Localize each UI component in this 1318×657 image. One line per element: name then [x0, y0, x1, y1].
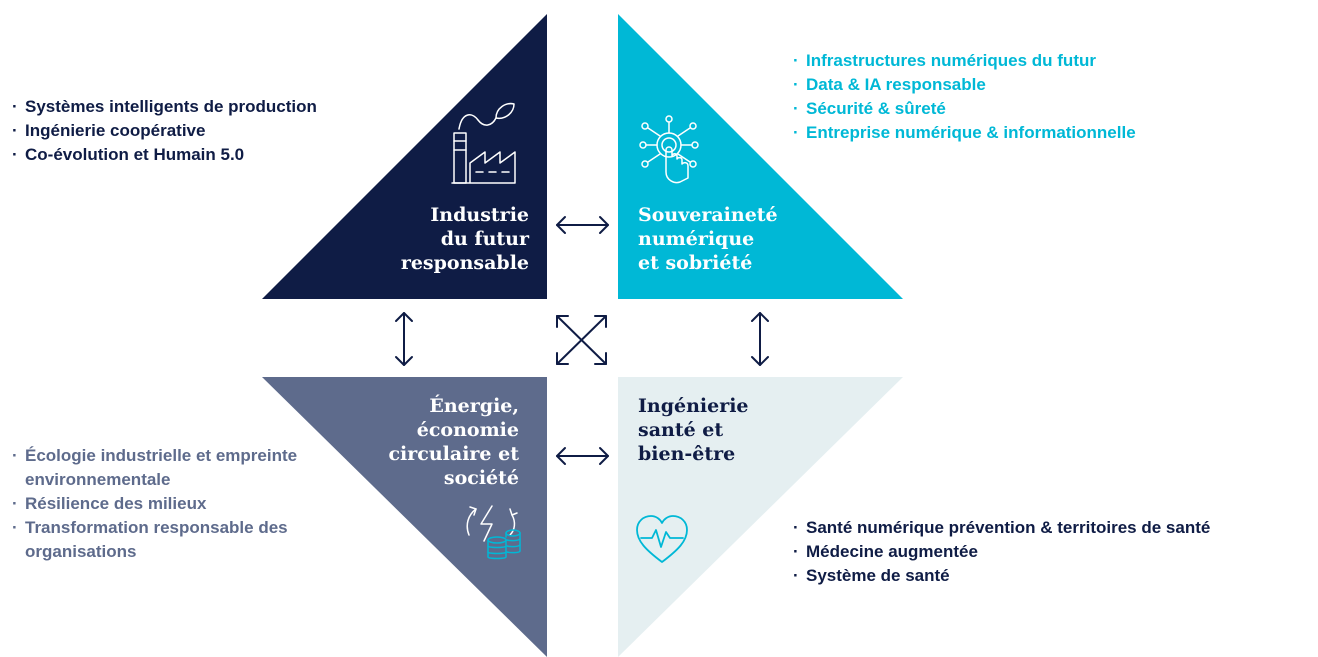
heart-pulse-icon: [636, 515, 688, 563]
double-arrow-horizontal-bottom: [556, 447, 609, 465]
health-title: Ingénierie santé et bien-être: [638, 395, 749, 465]
list-item: Co-évolution et Humain 5.0: [12, 143, 412, 167]
list-item: Entreprise numérique & informationnelle: [793, 121, 1313, 145]
energy-title: Énergie, économie circulaire et société: [388, 395, 519, 489]
list-item: Transformation responsable des organisat…: [12, 516, 334, 564]
industry-title: Industrie du futur responsable: [400, 204, 529, 274]
list-item: Résilience des milieux: [12, 492, 334, 516]
digital-topic-list: Infrastructures numériques du futur Data…: [793, 49, 1313, 145]
triangle-digital: [618, 14, 903, 299]
list-item: Infrastructures numériques du futur: [793, 49, 1313, 73]
double-arrow-vertical-right: [751, 312, 769, 366]
list-item: Ingénierie coopérative: [12, 119, 412, 143]
touch-network-icon: [639, 115, 699, 184]
list-item: Data & IA responsable: [793, 73, 1313, 97]
list-item: Sécurité & sûreté: [793, 97, 1313, 121]
double-arrow-horizontal-top: [556, 216, 609, 234]
list-item: Écologie industrielle et empreinte envir…: [12, 444, 334, 492]
list-item: Système de santé: [793, 564, 1313, 588]
cross-arrows-center: [556, 315, 607, 365]
list-item: Santé numérique prévention & territoires…: [793, 516, 1313, 540]
triangle-health: [618, 377, 903, 657]
digital-title: Souveraineté numérique et sobriété: [638, 204, 778, 274]
factory-leaf-icon: [451, 102, 516, 184]
list-item: Systèmes intelligents de production: [12, 95, 412, 119]
double-arrow-vertical-left: [395, 312, 413, 366]
health-topic-list: Santé numérique prévention & territoires…: [793, 516, 1313, 588]
energy-coins-icon: [466, 505, 521, 560]
energy-topic-list: Écologie industrielle et empreinte envir…: [12, 444, 334, 564]
list-item: Médecine augmentée: [793, 540, 1313, 564]
industry-topic-list: Systèmes intelligents de production Ingé…: [12, 95, 412, 167]
